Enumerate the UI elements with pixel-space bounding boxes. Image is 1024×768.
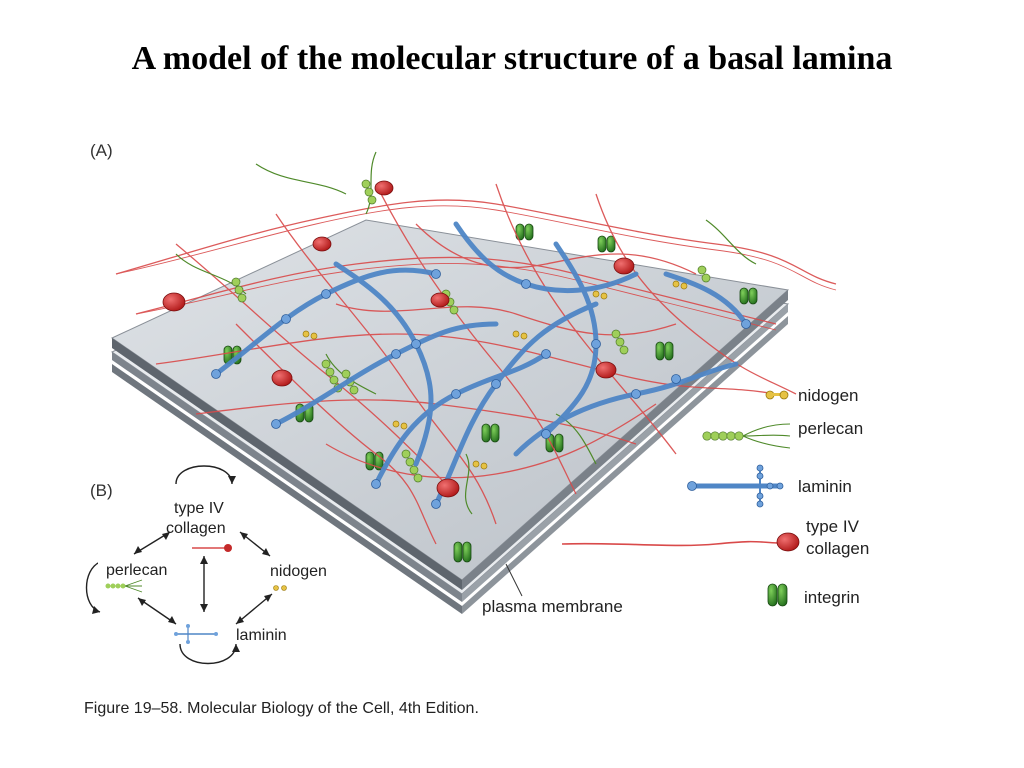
legend: nidogen perlecan laminin — [561, 386, 869, 607]
page-title: A model of the molecular structure of a … — [131, 40, 893, 77]
panel-a-label: (A) — [90, 141, 113, 160]
b-laminin-label: laminin — [236, 627, 287, 644]
b-arrowheads — [134, 532, 272, 624]
panel-b: (B) type IV collagen perlecan nidogen — [85, 465, 327, 665]
legend-laminin-icon — [687, 464, 784, 508]
legend-collagen-label-line1: type IV — [806, 517, 860, 536]
b-nidogen-label: nidogen — [270, 563, 327, 580]
legend-nidogen-label: nidogen — [798, 386, 859, 405]
legend-collagen-icon — [561, 532, 800, 552]
legend-perlecan-label: perlecan — [798, 419, 863, 438]
laminin-self-loop — [179, 643, 237, 665]
collagen-heads — [162, 180, 635, 498]
figure-caption: Figure 19–58. Molecular Biology of the C… — [84, 700, 479, 717]
laminin-nodes — [211, 269, 751, 509]
collagen-network — [115, 183, 837, 545]
legend-integrin-icon — [767, 583, 788, 607]
legend-perlecan-icon — [702, 423, 791, 449]
panel-b-label: (B) — [90, 481, 113, 500]
legend-collagen-label-line2: collagen — [806, 539, 869, 558]
legend-nidogen-icon — [765, 390, 789, 400]
b-laminin-icon — [174, 624, 218, 644]
figure-svg: (A) — [85, 141, 869, 665]
plasma-membrane-label: plasma membrane — [482, 597, 623, 616]
nidogen-proteins — [302, 280, 688, 470]
perlecan-self-loop — [85, 561, 101, 613]
b-nidogen-icon — [273, 585, 287, 591]
b-collagen-label-line1: type IV — [174, 500, 224, 517]
b-perlecan-box — [98, 557, 170, 581]
b-perlecan-icon — [105, 579, 143, 593]
b-collagen-label-line2: collagen — [166, 520, 226, 537]
collagen-self-loop — [175, 465, 233, 485]
basal-lamina-figure: (A) — [76, 124, 956, 724]
legend-laminin-label: laminin — [798, 477, 852, 496]
legend-integrin-label: integrin — [804, 588, 860, 607]
plasma-membrane-pointer — [505, 563, 523, 597]
b-perlecan-label: perlecan — [106, 562, 167, 579]
